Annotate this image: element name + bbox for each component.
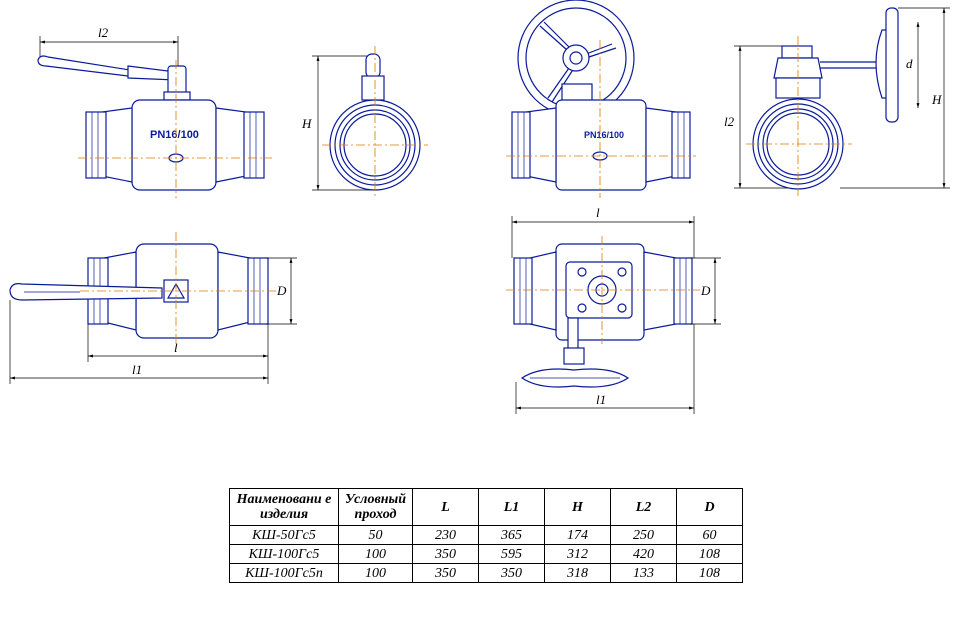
cell-d: 108 <box>676 563 743 583</box>
dim-l-bottom: l <box>174 340 178 355</box>
dim-l-top-right: l <box>596 205 600 220</box>
dim-h-right-view: H <box>931 92 942 107</box>
cell-d: 60 <box>676 525 743 545</box>
header-h: H <box>544 488 611 526</box>
cell-l2: 133 <box>610 563 677 583</box>
spec-table: Наименовани е изделия Условный проход L … <box>229 488 743 583</box>
dim-h-side: H <box>301 116 312 131</box>
dim-l1-right-bottom: l1 <box>596 392 606 407</box>
lever-valve-side-view: H <box>301 46 428 198</box>
pressure-marking-right: PN16/100 <box>584 130 624 140</box>
lever-valve-front-view: l2 PN16/100 <box>37 25 272 198</box>
lever-valve-top-view: D l l1 <box>9 232 297 384</box>
table-header-row: Наименовани е изделия Условный проход L … <box>229 488 743 526</box>
pressure-marking-left: PN16/100 <box>150 129 199 141</box>
dim-d-right-view: d <box>906 56 913 71</box>
dim-d-bottom: D <box>276 283 287 298</box>
header-l1: L1 <box>478 488 545 526</box>
dim-l1-bottom: l1 <box>132 362 142 377</box>
cell-h: 312 <box>544 544 611 564</box>
cell-l1: 595 <box>478 544 545 564</box>
gear-valve-side-view: l2 d H <box>724 7 950 196</box>
header-product-name: Наименовани е изделия <box>229 488 339 526</box>
header-nominal-bore: Условный проход <box>338 488 413 526</box>
gear-valve-front-view: PN16/100 <box>506 0 696 198</box>
cell-l1: 365 <box>478 525 545 545</box>
cell-l: 350 <box>412 563 479 583</box>
gear-valve-top-view: l D l1 <box>506 205 721 414</box>
cell-nominal-bore: 100 <box>338 563 413 583</box>
dim-l2-right: l2 <box>724 114 735 129</box>
header-d: D <box>676 488 743 526</box>
table-row: КШ-50Гс5 50 230 365 174 250 60 <box>229 525 743 545</box>
table-row: КШ-100Гс5 100 350 595 312 420 108 <box>229 544 743 564</box>
cell-l2: 420 <box>610 544 677 564</box>
cell-product-name: КШ-50Гс5 <box>229 525 339 545</box>
cell-l1: 350 <box>478 563 545 583</box>
header-l2: L2 <box>610 488 677 526</box>
cell-product-name: КШ-100Гс5п <box>229 563 339 583</box>
cell-nominal-bore: 100 <box>338 544 413 564</box>
dim-d-right-bottom: D <box>700 283 711 298</box>
valve-drawing: l2 PN16/100 H <box>9 0 950 414</box>
cell-d: 108 <box>676 544 743 564</box>
cell-h: 318 <box>544 563 611 583</box>
cell-h: 174 <box>544 525 611 545</box>
cell-l2: 250 <box>610 525 677 545</box>
table-row: КШ-100Гс5п 100 350 350 318 133 108 <box>229 563 743 583</box>
cell-l: 350 <box>412 544 479 564</box>
header-l: L <box>412 488 479 526</box>
cell-nominal-bore: 50 <box>338 525 413 545</box>
dim-l2-top: l2 <box>98 25 109 40</box>
cell-l: 230 <box>412 525 479 545</box>
cell-product-name: КШ-100Гс5 <box>229 544 339 564</box>
